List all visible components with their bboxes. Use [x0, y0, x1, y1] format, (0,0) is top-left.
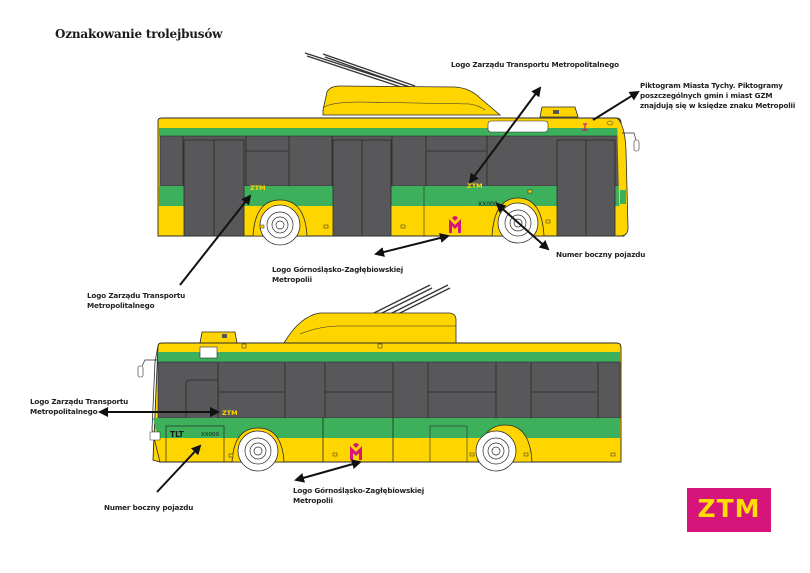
label-ztm-logo-left: Logo Zarządu Transportu Metropolitalnego [87, 291, 186, 310]
side-number-box [165, 425, 225, 463]
trolleybus-bottom [137, 284, 622, 472]
wheel-rear [252, 199, 308, 246]
label-city-pictogram: Piktogram Miasta Tychy. Piktogramy poszc… [640, 81, 796, 110]
trolley-poles [304, 52, 416, 91]
annotation-arrows-bottom [98, 407, 362, 493]
roof-equipment [283, 312, 457, 345]
door-front [556, 139, 616, 237]
destination-sign [487, 120, 549, 133]
side-mirror [622, 132, 637, 141]
label-gzm-logo-bottom: Logo Górnośląsko-Zagłębiowskiej Metropol… [293, 486, 425, 505]
label-ztm-logo-bottom: Logo Zarządu Transportu Metropolitalnego [30, 397, 129, 416]
fleet-number-top: XX000 [478, 201, 498, 208]
page-title: Oznakowanie trolejbusów [55, 27, 223, 41]
ztm-logo-icon: ZTM [687, 488, 771, 532]
annotation-arrows-top [179, 86, 640, 286]
label-side-number-bottom: Numer boczny pojazdu [104, 503, 194, 512]
ztm-small-top-front: ZTM [467, 182, 483, 190]
city-code-bottom: TLT [170, 430, 185, 439]
city-pictogram-icon [582, 123, 588, 131]
destination-sign [199, 346, 218, 359]
gzm-logo-icon [449, 216, 461, 233]
roof-ac-unit [199, 331, 238, 344]
label-side-number-top: Numer boczny pojazdu [556, 250, 646, 259]
side-mirror [141, 359, 158, 367]
ztm-small-top-rear: ZTM [250, 184, 266, 192]
wheel-front [231, 427, 285, 472]
label-gzm-logo-top: Logo Górnośląsko-Zagłębiowskiej Metropol… [272, 265, 404, 284]
trolleybus-top [157, 52, 640, 246]
door-middle [332, 139, 392, 237]
fleet-number-bottom: XX000 [201, 432, 220, 438]
wheel-rear [475, 424, 533, 472]
door-rear [183, 139, 245, 237]
ztm-small-bottom: ZTM [222, 409, 238, 417]
gzm-logo-icon [350, 443, 362, 460]
label-ztm-logo-top: Logo Zarządu Transportu Metropolitalnego [451, 60, 619, 69]
ztm-logo-text: ZTM [697, 494, 761, 523]
roof-equipment [322, 85, 502, 116]
